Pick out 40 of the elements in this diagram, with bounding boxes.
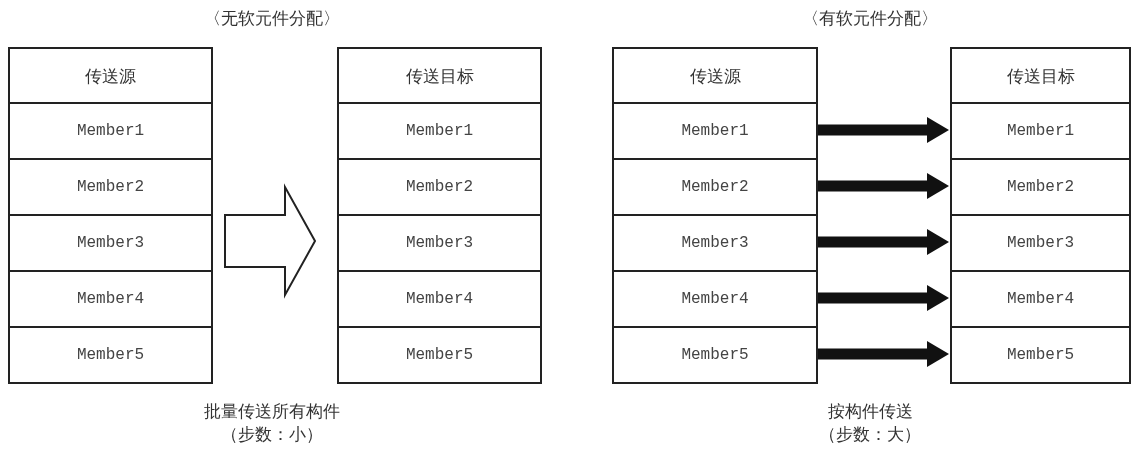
table-heading: 传送源 xyxy=(84,66,137,88)
arrow xyxy=(818,229,949,255)
arrow xyxy=(818,285,949,311)
arrow xyxy=(818,173,949,199)
member-row: Member5 xyxy=(10,326,211,382)
member-row: Member3 xyxy=(614,214,816,270)
table-box xyxy=(612,47,818,384)
member-row: Member2 xyxy=(952,158,1129,214)
table-box xyxy=(8,47,213,384)
table-heading: 传送目标 xyxy=(404,66,475,88)
member-row: Member3 xyxy=(10,214,211,270)
member-row: Member1 xyxy=(952,102,1129,158)
caption-note: （步数：大） xyxy=(819,424,921,446)
member-row: Member5 xyxy=(339,326,540,382)
member-row: Member4 xyxy=(339,270,540,326)
member-row: Member3 xyxy=(339,214,540,270)
table-box xyxy=(950,47,1131,384)
arrow xyxy=(818,117,949,143)
member-row: Member5 xyxy=(614,326,816,382)
member-row: Member4 xyxy=(10,270,211,326)
member-row: Member2 xyxy=(614,158,816,214)
caption: 批量传送所有构件 xyxy=(204,401,340,423)
caption-note: （步数：小） xyxy=(221,424,323,446)
member-row: Member1 xyxy=(339,102,540,158)
member-row: Member5 xyxy=(952,326,1129,382)
table-heading: 传送源 xyxy=(688,66,742,88)
table-box xyxy=(337,47,542,384)
member-row: Member1 xyxy=(614,102,816,158)
member-row: Member4 xyxy=(952,270,1129,326)
member-row: Member4 xyxy=(614,270,816,326)
section-heading: 〈有软元件分配〉 xyxy=(802,8,938,30)
member-row: Member1 xyxy=(10,102,211,158)
arrow xyxy=(818,341,949,367)
member-row: Member3 xyxy=(952,214,1129,270)
member-row: Member2 xyxy=(339,158,540,214)
member-row: Member2 xyxy=(10,158,211,214)
table-heading: 传送目标 xyxy=(1005,66,1076,88)
section-heading: 〈无软元件分配〉 xyxy=(204,8,340,30)
caption: 按构件传送 xyxy=(827,401,913,423)
block-arrow xyxy=(224,183,317,299)
